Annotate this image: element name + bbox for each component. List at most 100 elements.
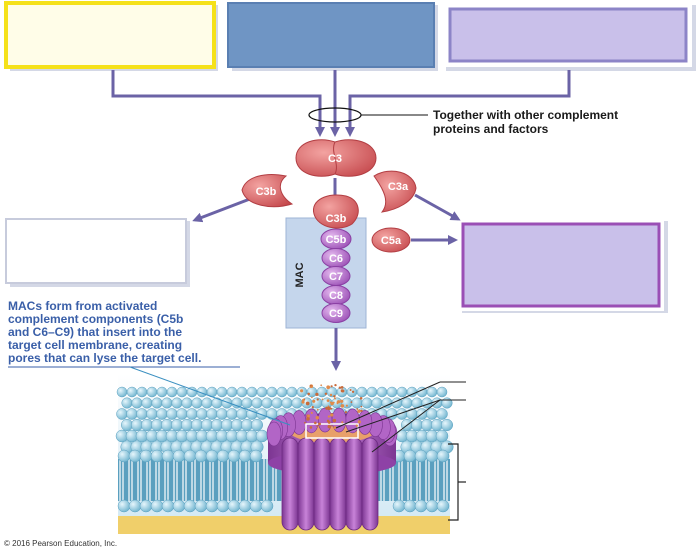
lipid-head [431, 397, 443, 409]
lipid-head [260, 499, 274, 513]
particle [332, 418, 337, 423]
caption: MACs form from activated complement comp… [8, 299, 240, 368]
lipid-head [261, 397, 273, 409]
membrane-illustration [115, 366, 454, 534]
c3a-protein [373, 170, 417, 213]
lipid-head [126, 408, 138, 420]
particle [357, 420, 361, 424]
c5a-protein [371, 227, 411, 253]
lipid-head [216, 386, 228, 398]
c3-label: C3 [328, 153, 342, 165]
lipid-head [271, 397, 283, 409]
lipid-head [121, 397, 133, 409]
particle [300, 389, 304, 393]
particle [315, 415, 320, 420]
caption-line-1: MACs form from activated [8, 299, 157, 313]
lipid-head [172, 499, 186, 513]
lipid-head [183, 449, 197, 463]
particle [315, 392, 319, 397]
particle [307, 392, 311, 396]
lipid-head [286, 386, 298, 398]
lipid-head [216, 499, 230, 513]
c7-label: C7 [329, 271, 343, 283]
c5a-label: C5a [381, 235, 402, 247]
lipid-head [156, 386, 168, 398]
lipid-head [216, 449, 230, 463]
particle [310, 411, 313, 414]
particle [312, 399, 316, 403]
lipid-head [426, 386, 438, 398]
particle [360, 409, 363, 412]
lipid-head [194, 499, 208, 513]
particle [349, 389, 352, 391]
pore-rim-bead [317, 407, 333, 433]
particle [344, 411, 347, 414]
particle [320, 384, 323, 387]
particle [311, 396, 313, 399]
lipid-head [238, 499, 252, 513]
pore-highlight-box [305, 423, 359, 439]
lipid-head [191, 397, 203, 409]
lipid-head [166, 408, 178, 420]
c3a-label: C3a [388, 181, 409, 193]
answer-box-blue[interactable] [227, 2, 435, 68]
lipid-head [150, 449, 164, 463]
answer-box-yellow[interactable] [4, 1, 216, 69]
lipid-head [172, 449, 186, 463]
lipid-head [251, 397, 263, 409]
pore-rim-bead [266, 421, 282, 447]
lipid-head [366, 386, 378, 398]
caption-line-3: and C6–C9) that insert into the [8, 325, 182, 339]
particle [330, 385, 333, 388]
particle [345, 404, 348, 407]
particle [340, 386, 344, 389]
particle [313, 421, 317, 425]
lipid-head [396, 386, 408, 398]
answer-box-white[interactable] [5, 218, 187, 284]
lipid-head [226, 386, 238, 398]
particle [327, 406, 331, 411]
lipid-head [128, 449, 142, 463]
lipid-head [161, 397, 173, 409]
lipid-head [426, 408, 438, 420]
lipid-head [136, 386, 148, 398]
pore-tube [329, 437, 347, 531]
particle [355, 424, 359, 427]
particle [334, 383, 337, 387]
note-line-2: proteins and factors [433, 122, 549, 136]
lipid-head [251, 419, 263, 431]
lipid-head [361, 397, 373, 409]
particle [340, 389, 344, 393]
answer-box-lavender[interactable] [448, 7, 688, 63]
particle [318, 422, 321, 426]
c3b-mac-label: C3b [326, 213, 347, 225]
arrow-from-yellow-box [111, 70, 325, 137]
lipid-head [161, 449, 175, 463]
particle [340, 404, 345, 408]
lipid-head [401, 397, 413, 409]
c3b-mac-protein [312, 194, 359, 229]
lipid-head [156, 408, 168, 420]
lipid-head [441, 419, 453, 431]
leader-line-3 [371, 399, 441, 453]
answer-box-purple[interactable] [461, 222, 661, 308]
particle [307, 414, 311, 418]
arrow-from-lavender-box [345, 70, 571, 137]
c6-label: C6 [329, 253, 343, 265]
note-line-1: Together with other complement [433, 108, 618, 122]
lipid-head [128, 499, 142, 513]
c9-label: C9 [329, 308, 343, 320]
lipid-head [371, 397, 383, 409]
lipid-head [441, 397, 453, 409]
lipid-head [436, 449, 450, 463]
lipid-head [139, 449, 153, 463]
lipid-head [206, 408, 218, 420]
lipid-head [425, 499, 439, 513]
lipid-head [236, 408, 248, 420]
lipid-head [249, 499, 263, 513]
lipid-head [266, 408, 278, 420]
c5b-label: C5b [326, 234, 347, 246]
lipid-head [171, 397, 183, 409]
lipid-head [436, 408, 448, 420]
